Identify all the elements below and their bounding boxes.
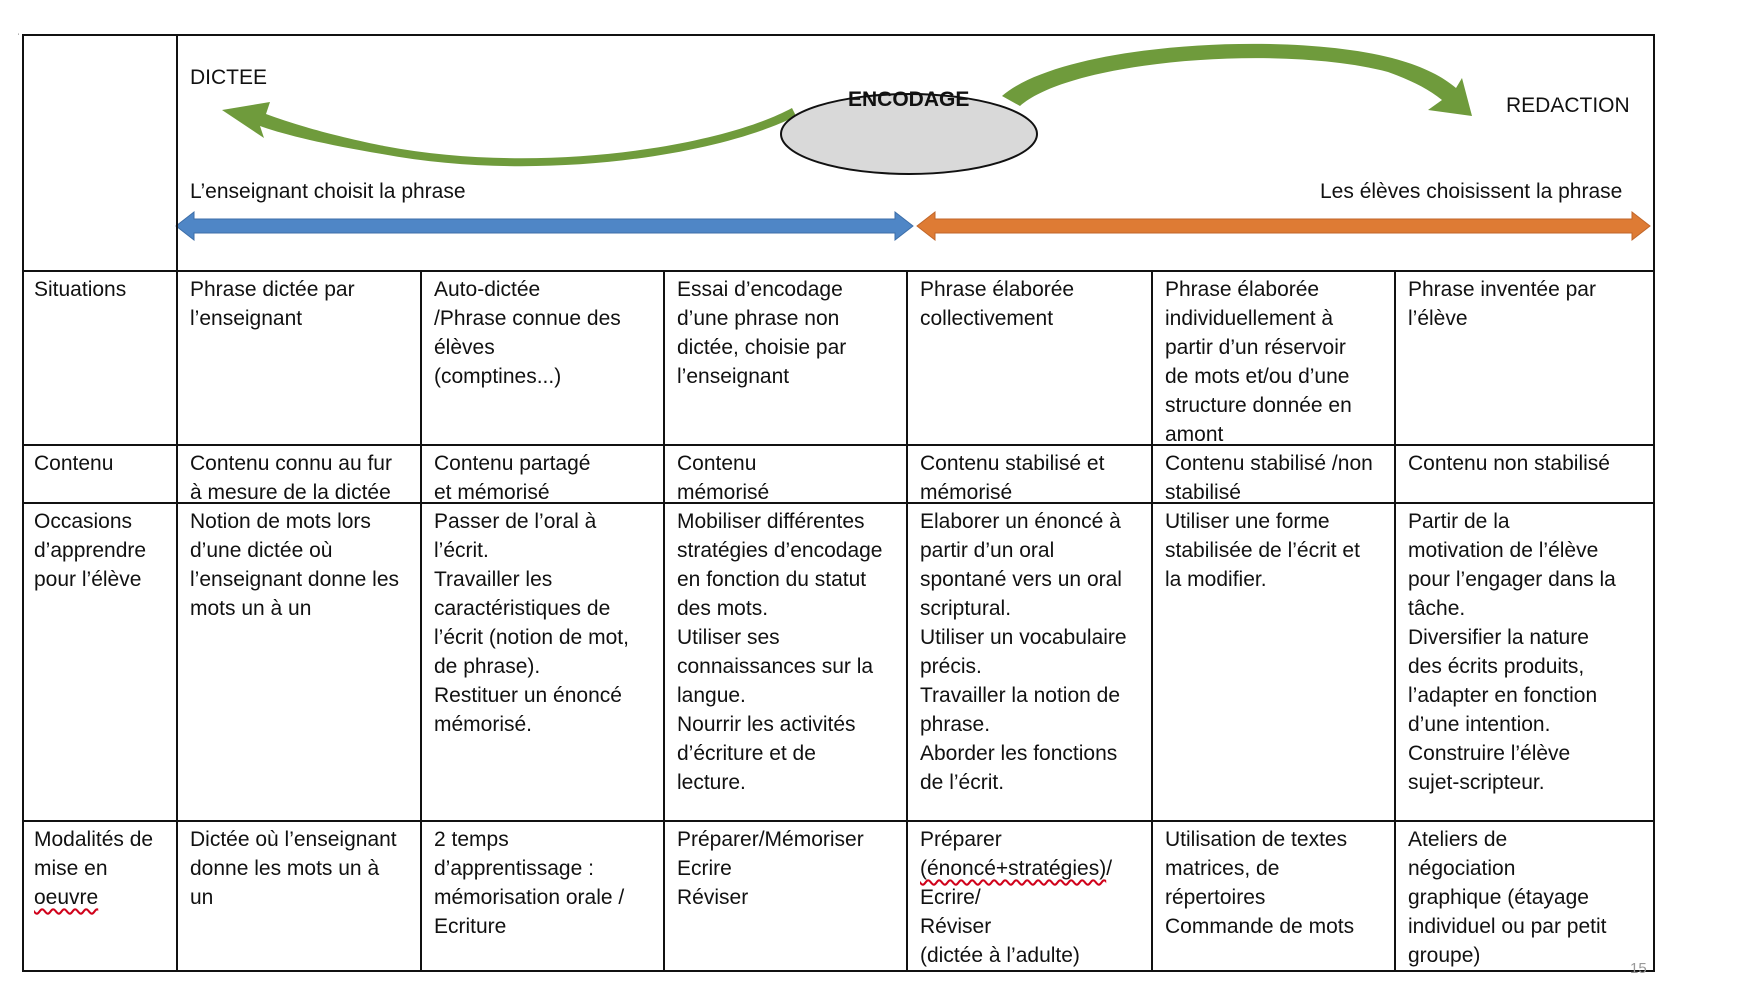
col-divider-3 [663, 270, 665, 972]
occasions-cell-1: Notion de mots lors d’une dictée où l’en… [190, 510, 399, 620]
modalites-cell-4-rest: Ecrire/ Réviser (dictée à l’adulte) [920, 886, 1080, 967]
col-divider-5 [1151, 270, 1153, 972]
modalites-cell-4-line1: Préparer [920, 828, 1002, 851]
encodage-diagram: DICTEE ENCODAGE REDACTION L’enseignant c… [22, 34, 1655, 270]
contenu-cell-3: Contenu mémorisé [677, 452, 770, 502]
students-arrow-icon [916, 210, 1651, 242]
situations-cell-5: Phrase élaborée individuellement à parti… [1165, 278, 1352, 444]
situations-cell-1: Phrase dictée par l’enseignant [190, 278, 355, 330]
situations-cell-4: Phrase élaborée collectivement [920, 278, 1075, 330]
redaction-label: REDACTION [1506, 94, 1630, 117]
student-choice-label: Les élèves choisissent la phrase [1320, 180, 1623, 203]
teacher-arrow-icon [175, 210, 914, 242]
row-divider-4 [22, 820, 1655, 822]
situations-cell-3: Essai d’encodage d’une phrase non dictée… [677, 278, 847, 388]
contenu-cell-4: Contenu stabilisé et mémorisé [920, 452, 1105, 502]
contenu-cell-1: Contenu connu au fur à mesure de la dict… [190, 452, 392, 502]
modalites-cell-3: Préparer/Mémoriser Ecrire Réviser [677, 828, 864, 909]
modalites-cell-4: Préparer (énoncé+stratégies)/ Ecrire/ Ré… [908, 822, 1151, 970]
occasions-cell-4: Elaborer un énoncé à partir d’un oral sp… [920, 510, 1127, 794]
teacher-choice-label: L’enseignant choisit la phrase [190, 180, 466, 203]
modalites-cell-2: 2 temps d’apprentissage : mémorisation o… [434, 828, 625, 938]
row-divider-3 [22, 502, 1655, 504]
curve-arrow-to-redaction-icon [1002, 43, 1472, 117]
col-divider-4 [906, 270, 908, 972]
diagram-graphics [175, 43, 1651, 242]
contenu-cell-2: Contenu partagé et mémorisé [434, 452, 591, 502]
page-number: 15 [1630, 960, 1647, 977]
modalites-cell-4-underlined: (énoncé+stratégies) [920, 857, 1107, 880]
corner-mark: ˌ [17, 25, 21, 36]
table-border-top [22, 34, 1655, 36]
table-border-right [1653, 34, 1655, 972]
row-divider-2 [22, 444, 1655, 446]
encodage-table: DICTEE ENCODAGE REDACTION L’enseignant c… [22, 34, 1655, 972]
modalites-cell-1: Dictée où l’enseignant donne les mots un… [190, 828, 397, 909]
col-divider-6 [1394, 270, 1396, 972]
modalites-cell-6: Ateliers de négociation graphique (étaya… [1408, 828, 1607, 967]
table-border-bottom [22, 970, 1655, 972]
encodage-ellipse [780, 93, 1038, 175]
curve-arrow-to-dictee-icon [222, 102, 796, 167]
modalites-label-underlined: oeuvre [34, 886, 99, 909]
row-label-modalites: Modalités de mise en oeuvre [22, 822, 176, 970]
row-label-situations: Situations [34, 278, 127, 301]
table-border-left [22, 34, 24, 972]
dictee-label: DICTEE [190, 66, 268, 89]
occasions-cell-6: Partir de la motivation de l’élève pour … [1408, 510, 1616, 794]
encodage-label: ENCODAGE [848, 88, 970, 111]
occasions-cell-3: Mobiliser différentes stratégies d’encod… [677, 510, 883, 794]
contenu-cell-6: Contenu non stabilisé [1408, 452, 1610, 475]
row-label-contenu: Contenu [34, 452, 114, 475]
contenu-cell-5: Contenu stabilisé /non stabilisé [1165, 452, 1373, 502]
occasions-cell-2: Passer de l’oral à l’écrit. Travailler l… [434, 510, 629, 736]
situations-cell-2: Auto-dictée /Phrase connue des élèves (c… [434, 278, 621, 388]
modalites-cell-5: Utilisation de textes matrices, de réper… [1165, 828, 1355, 938]
row-divider-1 [22, 270, 1655, 272]
row-label-occasions: Occasions d’apprendre pour l’élève [34, 510, 147, 591]
modalites-cell-4-slash: / [1106, 857, 1113, 880]
col-divider-2 [420, 270, 422, 972]
modalites-label-text: Modalités de mise en [34, 828, 154, 880]
occasions-cell-5: Utiliser une forme stabilisée de l’écrit… [1165, 510, 1360, 591]
situations-cell-6: Phrase inventée par l’élève [1408, 278, 1596, 330]
col-divider-1 [176, 34, 178, 972]
